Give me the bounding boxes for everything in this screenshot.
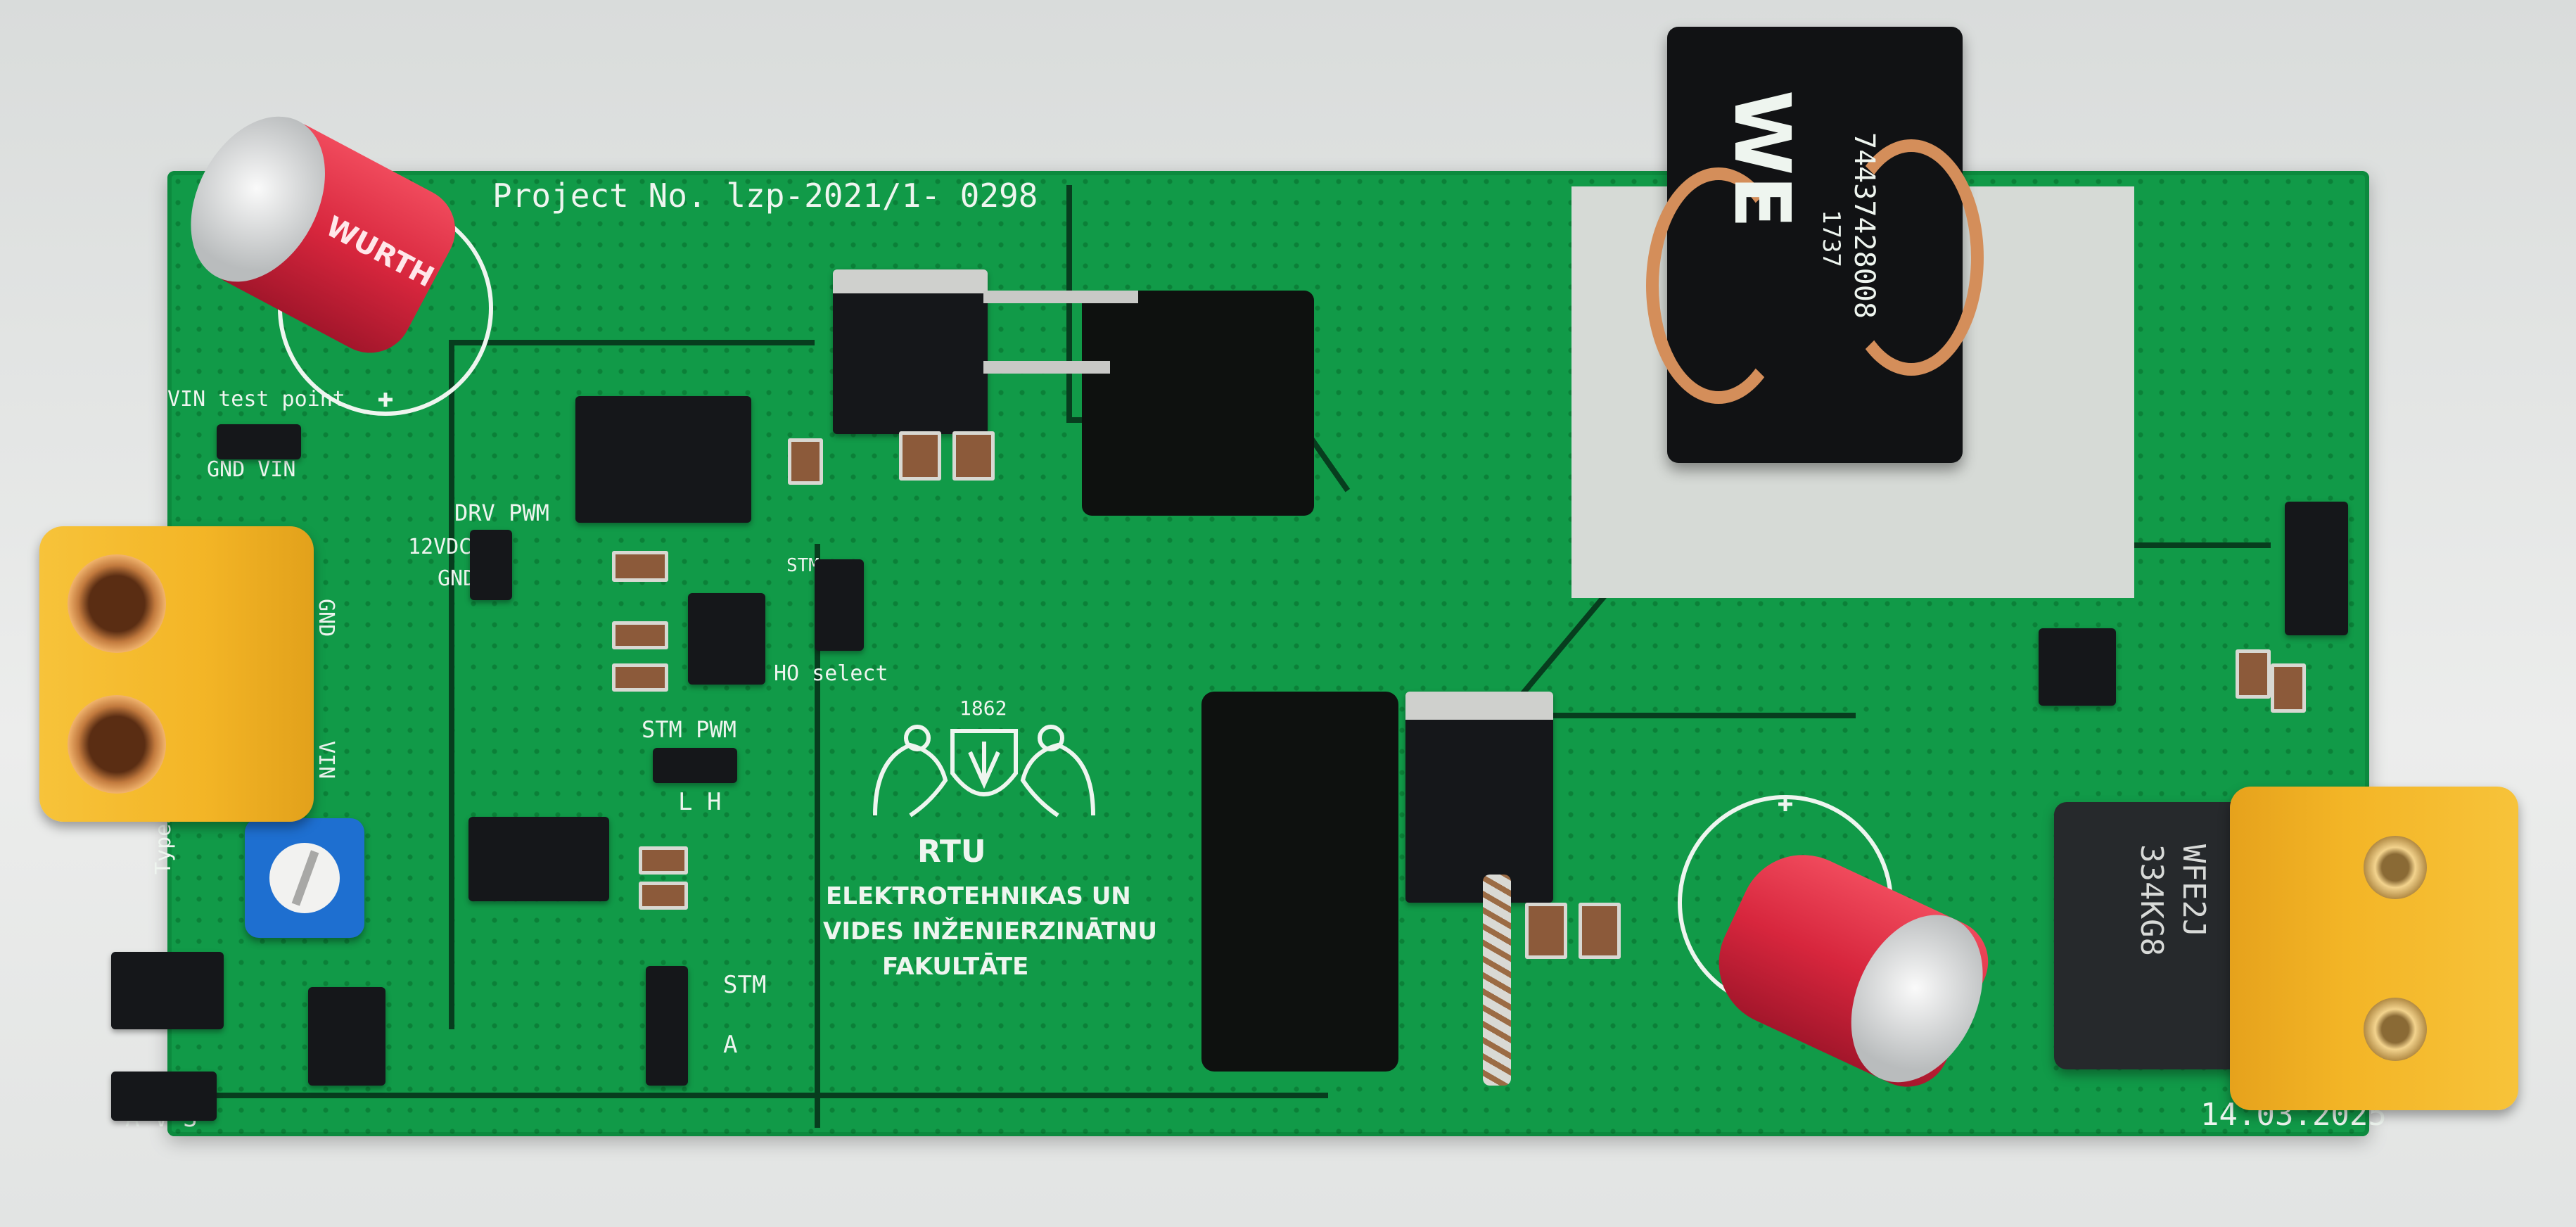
smd-capacitor [1525,903,1567,959]
wire-lead [1483,875,1511,1086]
trace [1504,713,1856,718]
black-pad-top [1082,291,1314,516]
smd-resistor [2271,663,2306,713]
trace [203,1093,1328,1098]
smd-resistor [639,846,688,875]
trimmer-potentiometer [245,818,364,938]
logo-line-1: ELEKTROTEHNIKAS UN [826,882,1131,910]
rtu-logo: 1862 RTU ELEKTROTEHNIKAS UN VIDES INŽENI… [823,697,1157,994]
stm-a-jumper [646,966,688,1086]
mosfet-lead [983,361,1110,374]
stm-top-label: STM [786,555,820,576]
l-h-label: L H [678,788,722,816]
ho-select-label: HO select [774,661,888,686]
logo-year: 1862 [959,697,1007,720]
vin-test-header [217,424,301,459]
gnd-short-label: GND [438,566,476,591]
regulator-right [2039,628,2116,706]
smd-capacitor [788,438,823,485]
drv-pwm-label: DRV PWM [454,500,549,526]
power-inductor: WE 74437428008 1737 [1646,27,1984,463]
smd-resistor [612,551,668,582]
coat-of-arms-icon [873,725,1095,818]
vin-vertical-label: VIN [314,741,338,780]
soic-8-chip [688,593,765,685]
filter-inductor-part: WFE2J [2176,844,2212,938]
stm-pwm-jumper [653,748,737,783]
soic-14-chip [468,817,609,901]
header-right [2285,502,2348,635]
drv-pwm-header [470,530,512,600]
inductor-date-code: 1737 [1817,210,1845,267]
smd-capacitor [952,431,995,481]
xt90-socket-icon [68,695,166,794]
smd-resistor [639,882,688,910]
black-pad-middle [1201,692,1398,1072]
xt90-connector-left [39,526,314,822]
ho-select-header [815,559,864,651]
selector-jumper [308,987,385,1086]
trace [815,544,820,1128]
smd-capacitor [899,431,941,481]
pcb-board: Project No. lzp-2021/1- 0298 VIN test po… [111,171,2387,1136]
smd-resistor [612,663,668,692]
project-number-label: Project No. lzp-2021/1- 0298 [492,177,1038,215]
smd-resistor [612,621,668,649]
gnd-vin-label: GND VIN [207,457,296,482]
12vdc-label: 12VDC [408,535,472,559]
gnd-vertical-label: GND [314,599,338,637]
avs-jumper [111,1072,217,1121]
a-label: A [723,1031,738,1059]
smd-capacitor [1579,903,1621,959]
logo-line-3: FAKULTĀTE [882,953,1029,981]
driver-ic [575,396,751,523]
xt90-connector-right [2230,787,2518,1110]
trace [449,340,815,345]
inductor-brand: WE [1717,90,1807,229]
filter-inductor-value: 334KG8 [2134,844,2169,956]
stm-pwm-label: STM PWM [642,716,737,743]
vin-test-point-label: VIN test point [167,387,345,412]
xt90-pin-icon [2364,998,2427,1061]
logo-line-2: VIDES INŽENIERZINĀTNU [823,917,1157,946]
inductor-part-number: 74437428008 [1848,132,1880,319]
logo-rtu: RTU [917,834,986,870]
stm-bottom-label: STM [723,971,767,999]
type3-jumper [111,952,224,1029]
xt90-pin-icon [2364,836,2427,899]
xt90-socket-icon [68,554,166,653]
mosfet-lead [983,291,1138,303]
smd-resistor [2236,649,2271,699]
trace [449,340,454,1029]
mosfet-top [833,269,988,434]
mosfet-middle [1405,692,1553,903]
xt90-housing [2230,787,2518,1110]
